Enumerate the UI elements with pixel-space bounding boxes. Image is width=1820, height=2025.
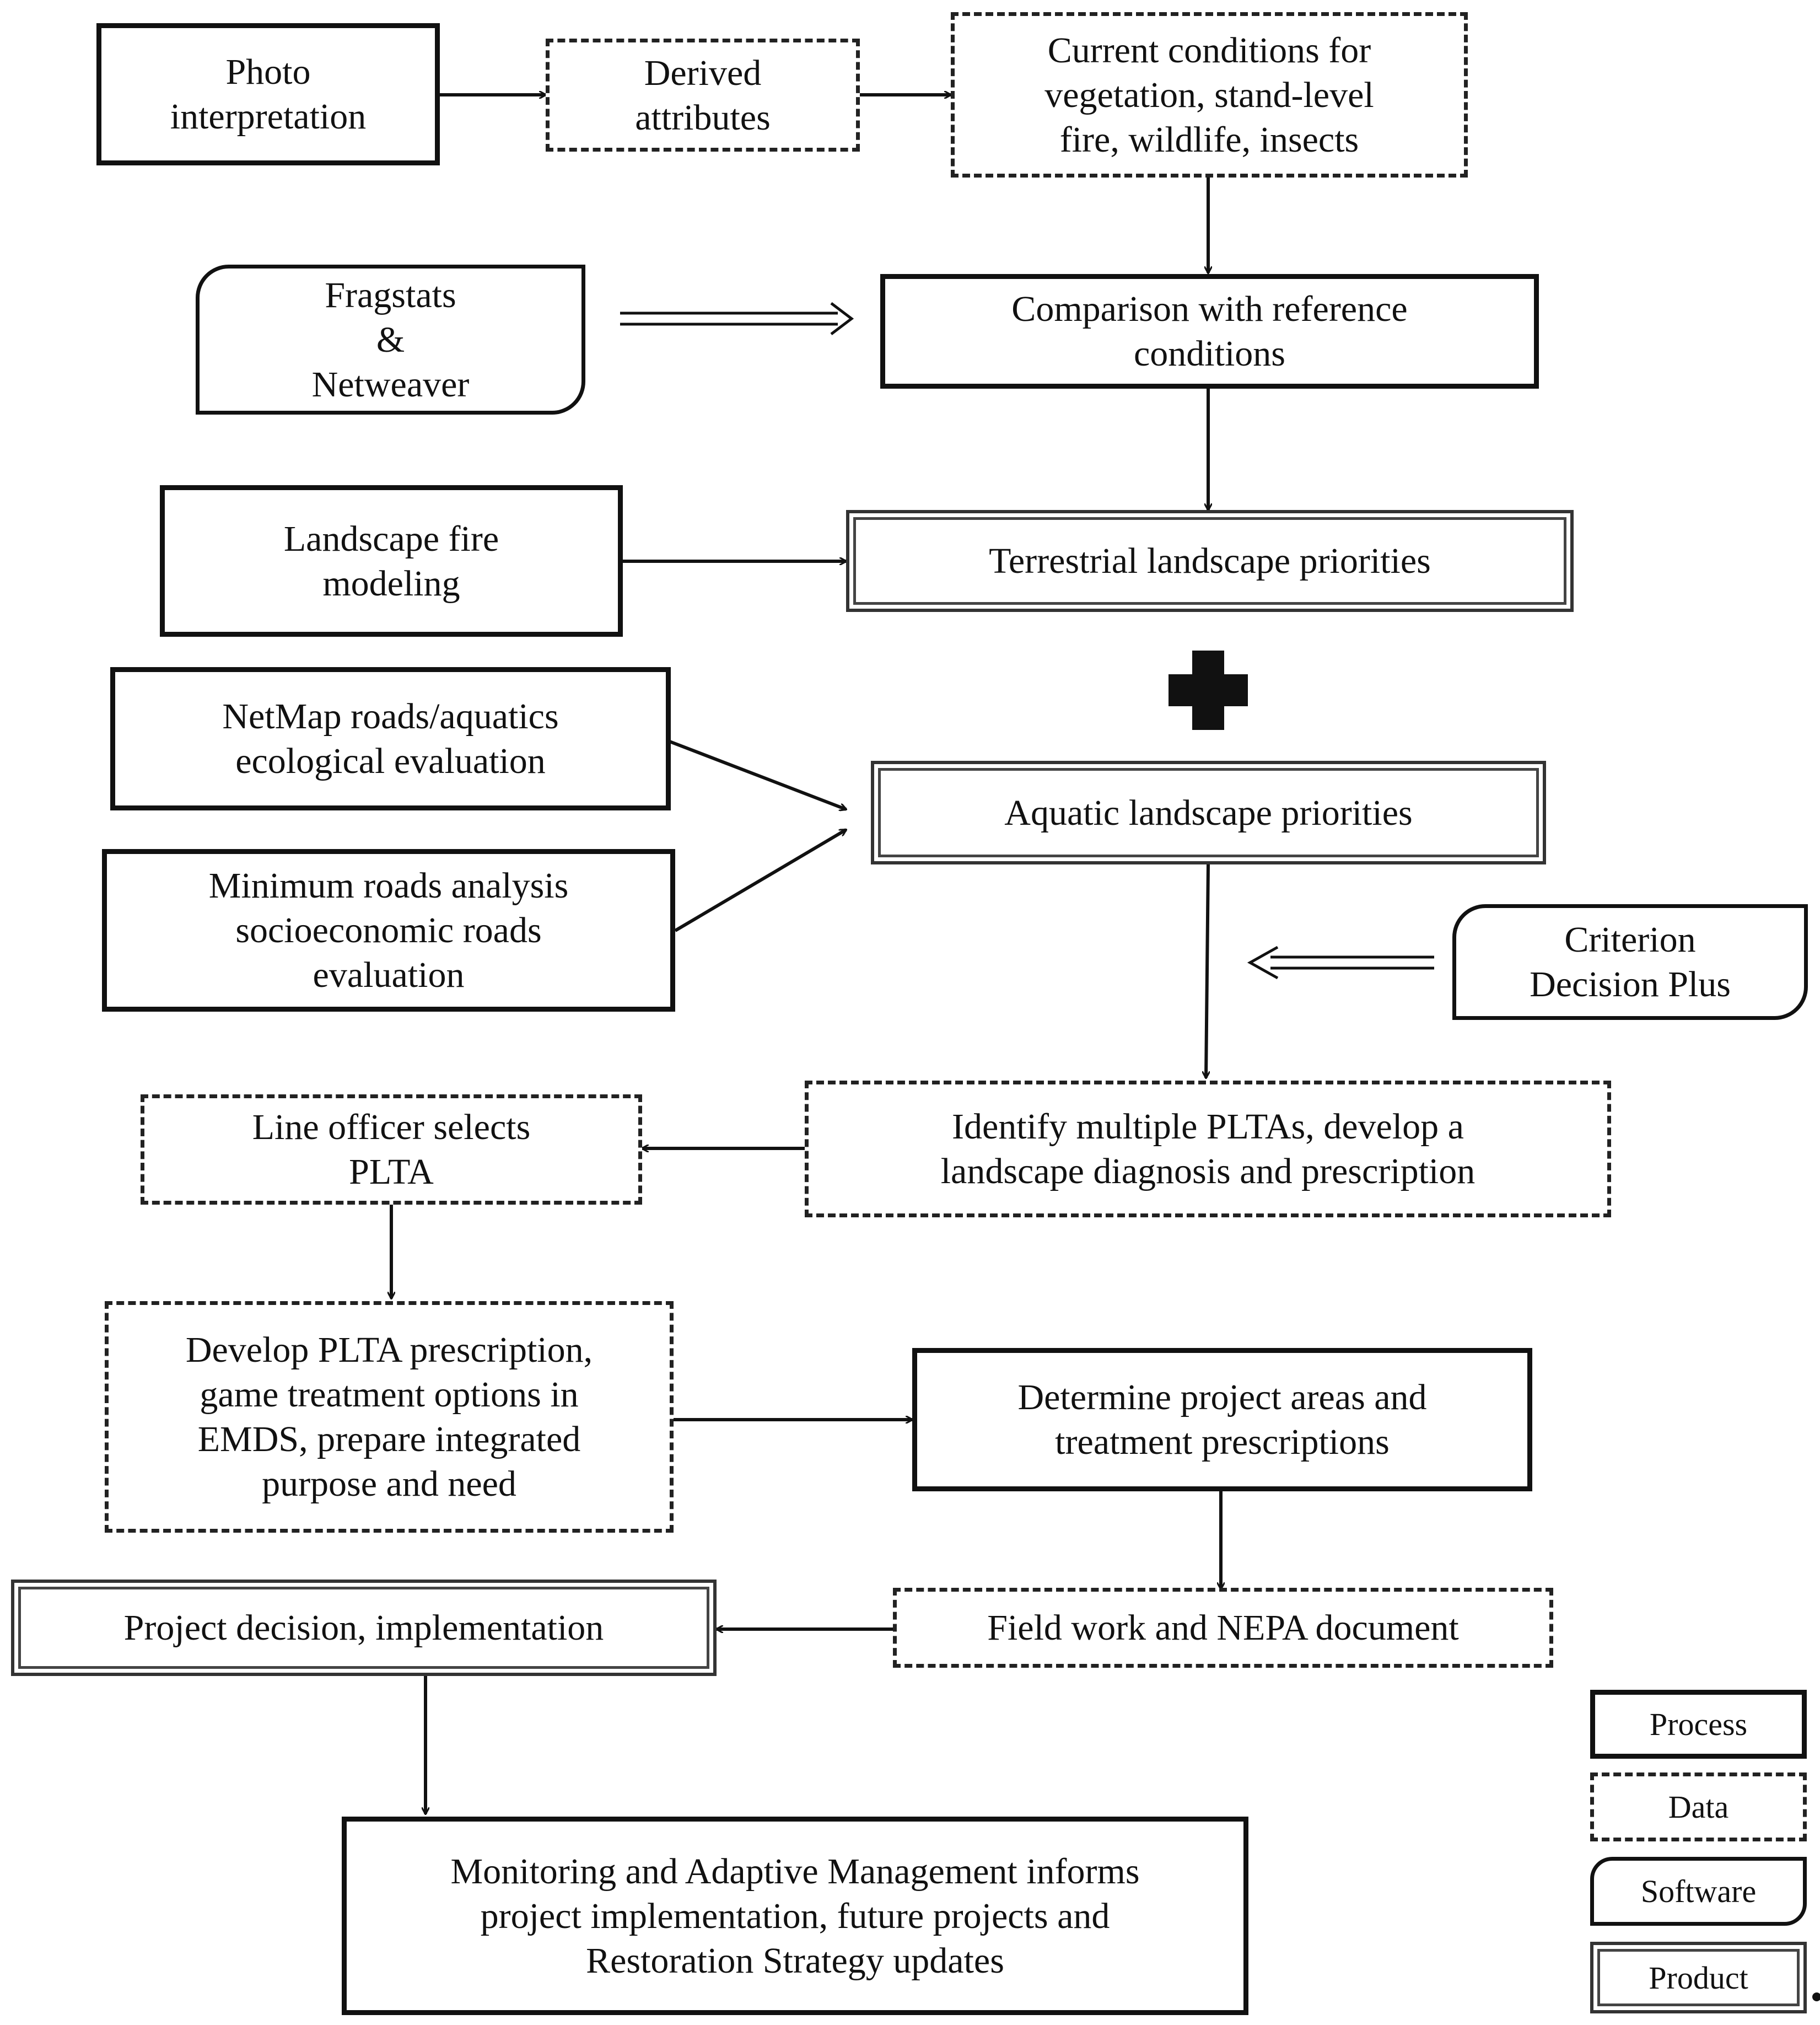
arrow-netmap-to-aquatic bbox=[669, 740, 846, 809]
double-arrow-fragstats-to-comparison bbox=[620, 302, 854, 335]
node-label: Field work and NEPA document bbox=[987, 1608, 1459, 1648]
node-aquatic-priorities: Aquatic landscape priorities bbox=[871, 761, 1546, 864]
node-line-officer-selects: Line officer selects PLTA bbox=[141, 1094, 642, 1205]
node-netmap-evaluation: NetMap roads/aquatics ecological evaluat… bbox=[110, 667, 671, 810]
legend-label: Process bbox=[1649, 1706, 1748, 1742]
node-label: Fragstats & Netweaver bbox=[311, 275, 470, 405]
node-label: Identify multiple PLTAs, develop a lands… bbox=[940, 1107, 1476, 1191]
node-determine-project-areas: Determine project areas and treatment pr… bbox=[912, 1348, 1532, 1491]
node-monitoring-adaptive-management: Monitoring and Adaptive Management infor… bbox=[342, 1817, 1248, 2015]
node-label: Photo interpretation bbox=[170, 52, 367, 137]
node-label: Minimum roads analysis socioeconomic roa… bbox=[208, 866, 569, 995]
legend-process: Process bbox=[1590, 1690, 1807, 1759]
node-label: Terrestrial landscape priorities bbox=[989, 541, 1431, 581]
node-label: Aquatic landscape priorities bbox=[1004, 792, 1413, 833]
node-landscape-fire-modeling: Landscape fire modeling bbox=[160, 485, 623, 637]
node-comparison-reference: Comparison with reference conditions bbox=[880, 274, 1539, 389]
node-label: Comparison with reference conditions bbox=[1011, 289, 1408, 374]
node-criterion-decision-plus: Criterion Decision Plus bbox=[1452, 904, 1808, 1020]
node-current-conditions: Current conditions for vegetation, stand… bbox=[951, 12, 1468, 178]
node-photo-interpretation: Photo interpretation bbox=[96, 23, 440, 165]
node-label: Project decision, implementation bbox=[123, 1608, 604, 1648]
node-terrestrial-priorities: Terrestrial landscape priorities bbox=[846, 510, 1574, 612]
legend-label: Data bbox=[1668, 1789, 1729, 1825]
legend-product: Product bbox=[1590, 1942, 1807, 2013]
node-project-decision: Project decision, implementation bbox=[11, 1580, 717, 1676]
arrow-aquatic-to-identify bbox=[1206, 864, 1208, 1078]
legend-software: Software bbox=[1590, 1857, 1807, 1926]
corner-dot bbox=[1812, 1992, 1820, 2001]
node-field-work-nepa: Field work and NEPA document bbox=[893, 1588, 1553, 1668]
node-label: Line officer selects PLTA bbox=[252, 1107, 531, 1192]
node-label: Develop PLTA prescription, game treatmen… bbox=[185, 1330, 593, 1504]
legend-label: Product bbox=[1649, 1959, 1748, 1996]
node-derived-attributes: Derived attributes bbox=[546, 39, 860, 152]
node-label: Determine project areas and treatment pr… bbox=[1017, 1377, 1427, 1462]
double-arrow-criterion-to-flow bbox=[1247, 946, 1434, 980]
node-label: Landscape fire modeling bbox=[283, 518, 499, 604]
legend-data: Data bbox=[1590, 1772, 1807, 1841]
node-fragstats-netweaver: Fragstats & Netweaver bbox=[196, 265, 585, 415]
node-develop-plta-prescription: Develop PLTA prescription, game treatmen… bbox=[105, 1301, 674, 1533]
arrow-minroads-to-aquatic bbox=[674, 828, 846, 932]
node-label: Criterion Decision Plus bbox=[1530, 920, 1731, 1005]
node-label: Derived attributes bbox=[635, 52, 771, 138]
plus-icon bbox=[1169, 651, 1248, 730]
node-label: Monitoring and Adaptive Management infor… bbox=[450, 1851, 1140, 1981]
node-label: NetMap roads/aquatics ecological evaluat… bbox=[222, 696, 559, 781]
node-minimum-roads-analysis: Minimum roads analysis socioeconomic roa… bbox=[102, 849, 675, 1012]
node-identify-pltas: Identify multiple PLTAs, develop a lands… bbox=[805, 1081, 1611, 1217]
legend-label: Software bbox=[1640, 1873, 1757, 1909]
node-label: Current conditions for vegetation, stand… bbox=[1044, 30, 1374, 160]
